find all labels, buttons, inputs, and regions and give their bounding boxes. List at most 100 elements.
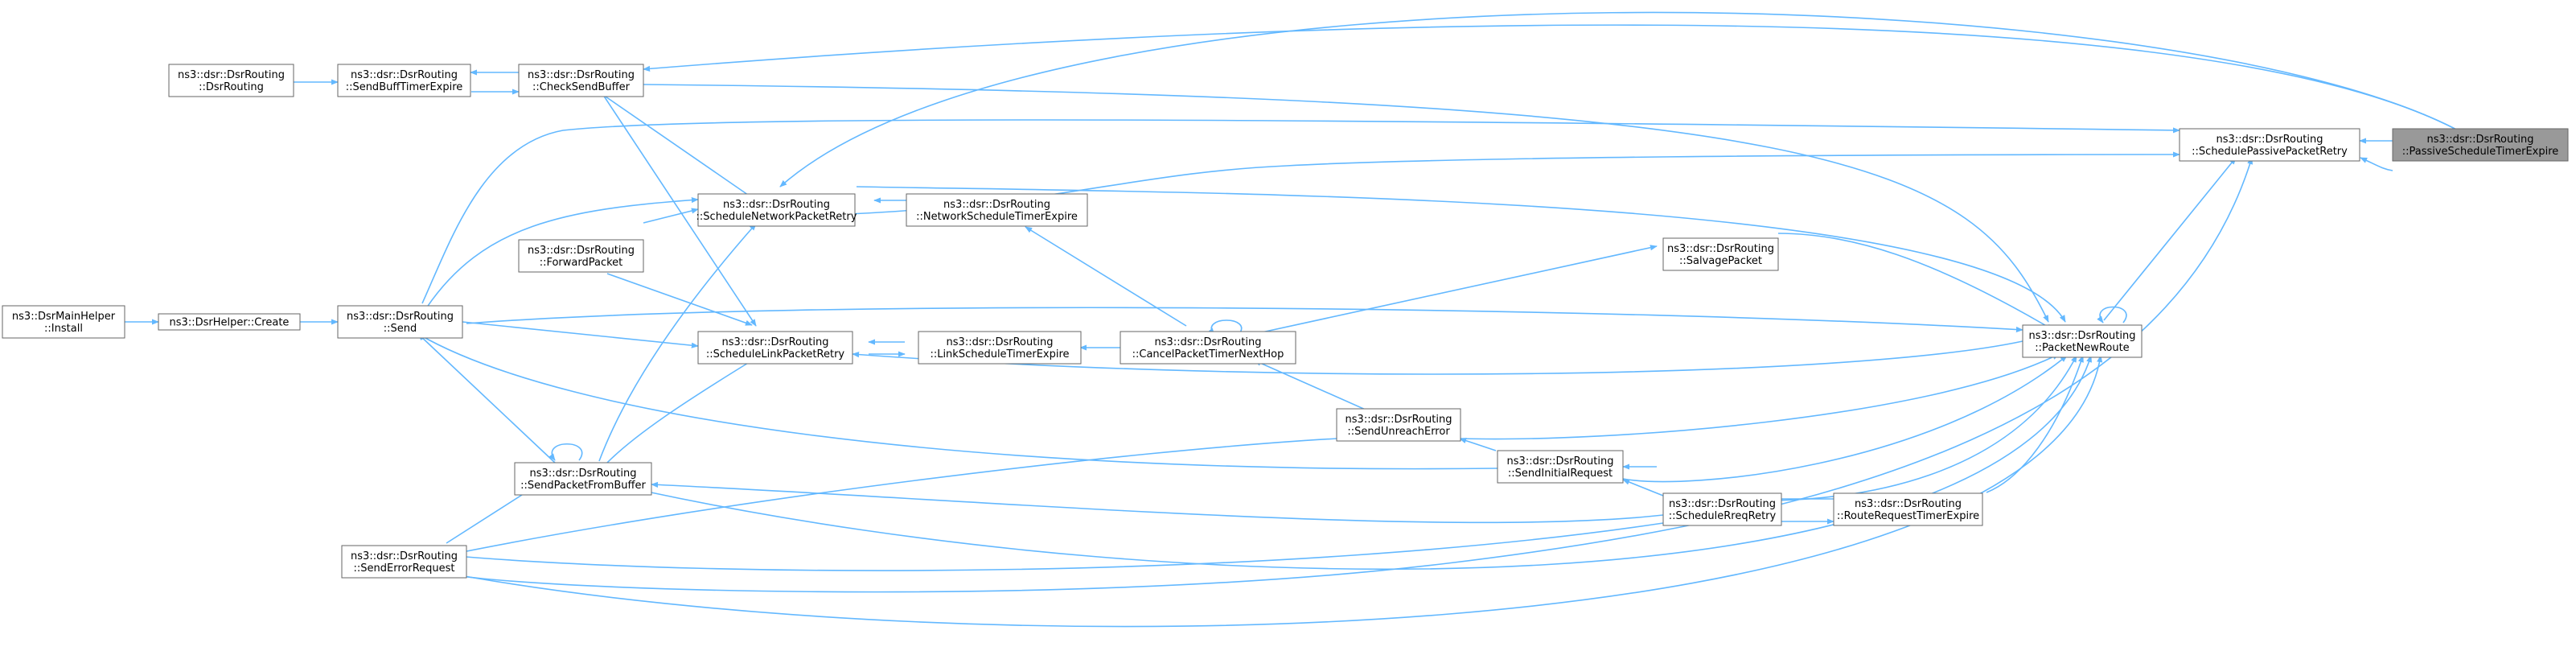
edge-send-from-buffer-to-schedule-link [606, 357, 757, 464]
edge-send-from-buffer-to-packet-new-route [643, 355, 2092, 571]
node-box [697, 331, 853, 365]
edge-send-from-buffer-to-send [417, 333, 556, 464]
node-box [514, 462, 652, 496]
graph-node-main-helper-install[interactable]: ns3::DsrMainHelper::Install [2, 305, 125, 339]
edge-schedule-network-to-passive-timer [779, 11, 2462, 187]
graph-node-schedule-passive[interactable]: ns3::dsr::DsrRouting::SchedulePassivePac… [2179, 128, 2360, 162]
node-label-line: ns3::dsr::DsrRouting [528, 245, 635, 257]
edge-check-send-buffer-to-passive-timer [643, 24, 2462, 133]
graph-node-helper-create[interactable]: ns3::DsrHelper::Create [158, 313, 301, 331]
node-box [906, 193, 1088, 227]
node-label-line: ::CancelPacketTimerNextHop [1132, 348, 1284, 361]
graph-node-send-unreach[interactable]: ns3::dsr::DsrRouting::SendUnreachError [1336, 408, 1461, 442]
edge-send-to-packet-new-route [466, 307, 2023, 333]
node-box [2022, 324, 2143, 358]
node-label-line: ::RouteRequestTimerExpire [1837, 510, 1979, 522]
edge-salvage-to-packet-new-route [1777, 233, 2054, 331]
graph-node-network-timer[interactable]: ns3::dsr::DsrRouting::NetworkScheduleTim… [906, 193, 1088, 227]
graph-node-send[interactable]: ns3::dsr::DsrRouting::Send [337, 305, 463, 339]
edge-cancel-timer-to-salvage [1250, 245, 1658, 336]
nodes: ns3::dsr::DsrRouting::PassiveScheduleTim… [2, 64, 2569, 579]
node-label-line: ns3::DsrHelper::Create [170, 317, 290, 329]
node-label-line: ns3::dsr::DsrRouting [1155, 336, 1262, 348]
graph-node-check-send-buffer[interactable]: ns3::dsr::DsrRouting::CheckSendBuffer [518, 64, 644, 97]
node-box [918, 331, 1082, 365]
node-box [337, 305, 463, 339]
node-label-line: ::ForwardPacket [540, 257, 623, 269]
edge-packet-new-route-to-schedule-passive [2103, 157, 2237, 321]
node-box [1336, 408, 1461, 442]
graph-node-schedule-rreq[interactable]: ns3::dsr::DsrRouting::ScheduleRreqRetry [1662, 492, 1782, 526]
graph-node-passive-timer[interactable]: ns3::dsr::DsrRouting::PassiveScheduleTim… [2392, 128, 2569, 162]
edge-send-to-schedule-passive [421, 119, 2180, 304]
node-label-line: ::SchedulePassivePacketRetry [2192, 146, 2348, 158]
node-label-line: ns3::dsr::DsrRouting [528, 69, 635, 81]
node-box [341, 545, 467, 579]
node-label-line: ::SalvagePacket [1679, 255, 1762, 267]
graph-node-route-request-timer[interactable]: ns3::dsr::DsrRouting::RouteRequestTimerE… [1833, 492, 1983, 526]
node-label-line: ns3::dsr::DsrRouting [347, 311, 454, 323]
graph-node-link-timer[interactable]: ns3::dsr::DsrRouting::LinkScheduleTimerE… [918, 331, 1082, 365]
graph-node-schedule-network[interactable]: ns3::dsr::DsrRouting::ScheduleNetworkPac… [696, 193, 857, 227]
edge-check-send-buffer-to-schedule-link [602, 94, 757, 327]
edge-send-error-request-to-packet-new-route [446, 355, 2103, 628]
node-label-line: ::Install [44, 323, 83, 335]
node-label-line: ns3::dsr::DsrRouting [351, 550, 458, 562]
node-label-line: ::PassiveScheduleTimerExpire [2402, 146, 2559, 158]
node-label-line: ns3::dsr::DsrRouting [1507, 455, 1614, 468]
node-label-line: ns3::DsrMainHelper [12, 311, 116, 323]
graph-node-send-error-request[interactable]: ns3::dsr::DsrRouting::SendErrorRequest [341, 545, 467, 579]
node-box [2, 305, 125, 339]
node-box [2392, 128, 2569, 162]
node-label-line: ns3::dsr::DsrRouting [2427, 134, 2534, 146]
node-box [1120, 331, 1296, 365]
node-label-line: ::DsrRouting [199, 81, 264, 93]
node-label-line: ::SendBuffTimerExpire [346, 81, 463, 93]
edge-route-request-timer-to-packet-new-route [1986, 355, 2084, 493]
edges [125, 11, 2462, 628]
node-label-line: ns3::dsr::DsrRouting [2029, 330, 2136, 342]
node-box [518, 239, 644, 273]
edge-cancel-timer-to-network-timer [1025, 226, 1187, 327]
graph-node-dsr-routing[interactable]: ns3::dsr::DsrRouting::DsrRouting [168, 64, 294, 97]
graph-node-packet-new-route[interactable]: ns3::dsr::DsrRouting::PacketNewRoute [2022, 324, 2143, 358]
node-label-line: ::NetworkScheduleTimerExpire [916, 211, 1078, 223]
edge-schedule-rreq-to-send-error-request [446, 522, 1664, 571]
node-label-line: ::SendInitialRequest [1508, 468, 1613, 480]
node-box [697, 193, 856, 227]
edge-schedule-rreq-to-send-from-buffer [651, 481, 1664, 524]
edge-packet-new-route-to-passive-timer [2360, 157, 2393, 171]
edge-send-from-buffer-self-loop [548, 443, 583, 461]
edge-forward-to-schedule-network [643, 208, 699, 224]
graph-node-send-initial[interactable]: ns3::dsr::DsrRouting::SendInitialRequest [1497, 450, 1624, 484]
node-label-line: ::LinkScheduleTimerExpire [930, 348, 1069, 361]
node-label-line: ns3::dsr::DsrRouting [1346, 414, 1452, 426]
edge-forward-to-schedule-link [606, 273, 753, 326]
edge-cancel-timer-self-loop [1208, 319, 1243, 336]
node-box [1662, 237, 1779, 271]
edge-send-initial-to-send [417, 333, 1498, 470]
edge-schedule-link-to-packet-new-route [852, 340, 2023, 375]
node-label-line: ns3::dsr::DsrRouting [947, 336, 1054, 348]
edge-send-error-request-to-schedule-passive [446, 157, 2253, 593]
node-box [158, 313, 301, 331]
graph-node-salvage-packet[interactable]: ns3::dsr::DsrRouting::SalvagePacket [1662, 237, 1779, 271]
node-label-line: ns3::dsr::DsrRouting [723, 199, 830, 211]
graph-node-forward-packet[interactable]: ns3::dsr::DsrRouting::ForwardPacket [518, 239, 644, 273]
edge-send-unreach-to-packet-new-route [1460, 353, 2060, 440]
node-label-line: ::SendPacketFromBuffer [520, 480, 646, 492]
edge-send-unreach-to-send-error-request [446, 438, 1337, 557]
node-label-line: ns3::dsr::DsrRouting [722, 336, 829, 348]
graph-node-send-buff-timer[interactable]: ns3::dsr::DsrRouting::SendBuffTimerExpir… [337, 64, 471, 97]
node-label-line: ns3::dsr::DsrRouting [530, 468, 637, 480]
graph-node-schedule-link[interactable]: ns3::dsr::DsrRouting::ScheduleLinkPacket… [697, 331, 853, 365]
node-label-line: ns3::dsr::DsrRouting [943, 199, 1050, 211]
node-box [1497, 450, 1624, 484]
node-box [518, 64, 644, 97]
node-label-line: ::SendErrorRequest [354, 562, 455, 575]
node-label-line: ns3::dsr::DsrRouting [351, 69, 458, 81]
graph-node-cancel-timer[interactable]: ns3::dsr::DsrRouting::CancelPacketTimerN… [1120, 331, 1296, 365]
node-label-line: ::Send [384, 323, 417, 335]
graph-node-send-from-buffer[interactable]: ns3::dsr::DsrRouting::SendPacketFromBuff… [514, 462, 652, 496]
